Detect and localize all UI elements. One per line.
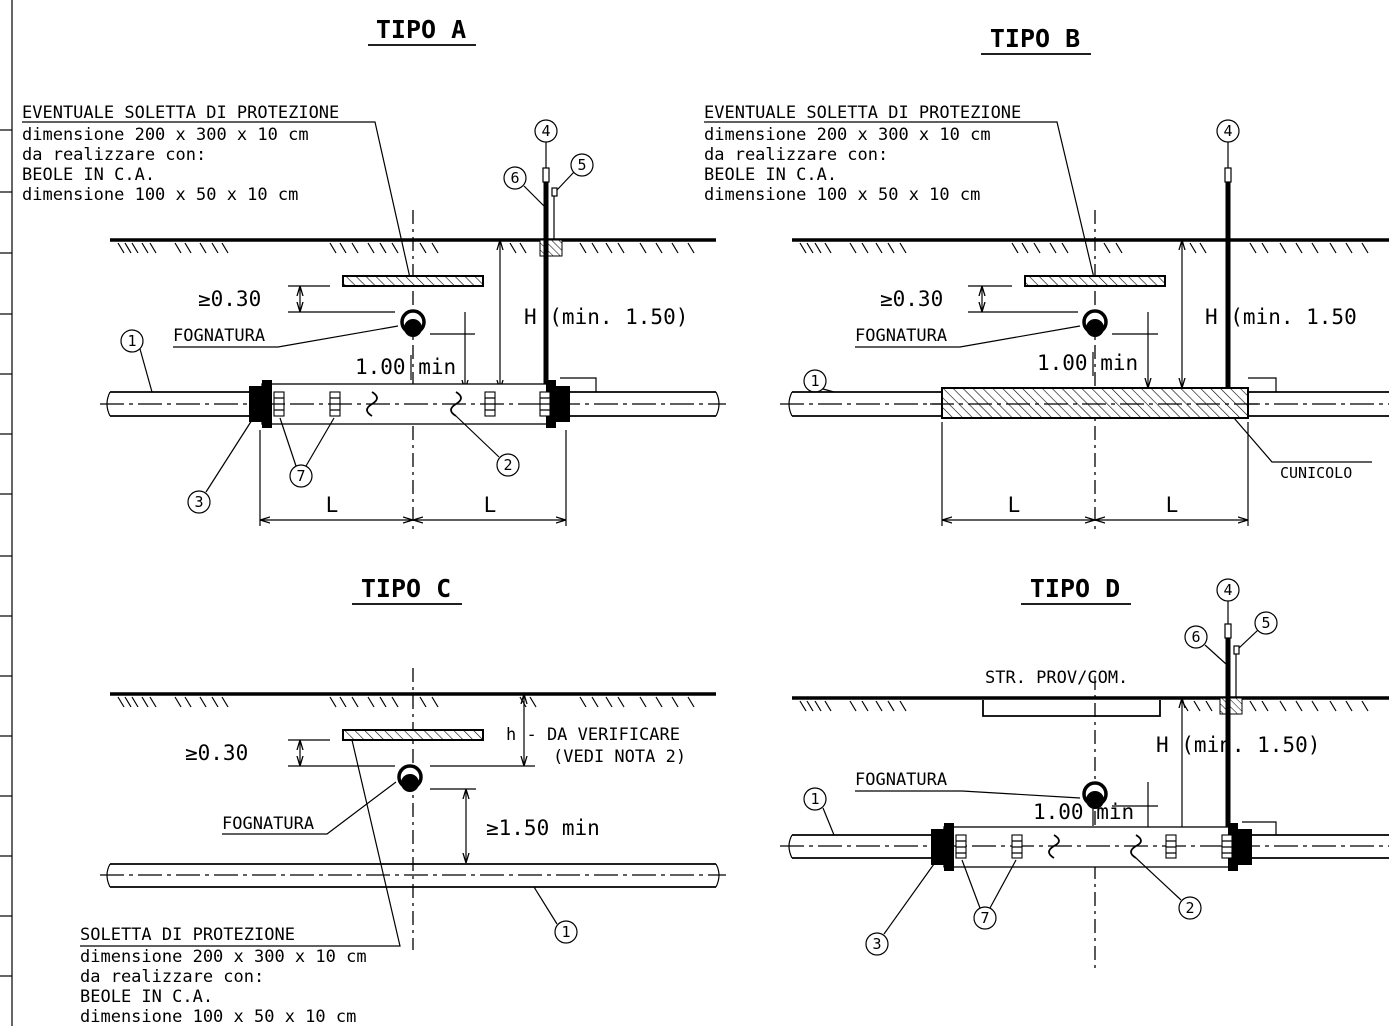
type-c-soletta-note: SOLETTA DI PROTEZIONE dimensione 200 x 3… — [80, 739, 401, 1026]
type-b-markers: 1 4 — [803, 119, 1240, 393]
type-b-note-line-4: BEOLE IN C.A. — [704, 165, 837, 185]
type-a-length-left: L — [326, 493, 339, 517]
type-c-ground — [110, 692, 716, 708]
type-d-clearance-sewer: 1.00 min — [1033, 800, 1134, 824]
type-a-marker-3: 3 — [194, 493, 203, 511]
type-b-section: TIPO B EVENTUALE SOLETTA DI PROTEZIONE d… — [704, 24, 1389, 530]
type-a-marker-1: 1 — [127, 332, 136, 350]
type-b-soletta — [1024, 275, 1166, 287]
type-b-marker-1: 1 — [810, 372, 819, 390]
type-a-marker-7: 7 — [296, 467, 305, 485]
type-c-marker-1: 1 — [561, 923, 570, 941]
type-c-clearance-top: ≥0.30 — [185, 741, 248, 765]
type-d-road — [982, 700, 1161, 717]
type-a-marker-5: 5 — [577, 156, 586, 174]
type-a-clearance-sewer: 1.00 min — [355, 355, 456, 379]
type-d-section: TIPO D STR. PROV/COM. FOGNATURA 1.00 min… — [780, 574, 1389, 972]
type-d-marker-3: 3 — [872, 935, 881, 953]
type-d-marker-5: 5 — [1261, 614, 1270, 632]
type-b-title: TIPO B — [990, 24, 1080, 53]
type-b-note-line-5: dimensione 100 x 50 x 10 cm — [704, 185, 980, 205]
type-b-tunnel-label: CUNICOLO — [1280, 464, 1352, 482]
type-b-ground — [792, 238, 1389, 254]
left-frame — [0, 0, 13, 1026]
type-c-depth-note-2: (VEDI NOTA 2) — [553, 747, 686, 767]
type-c-note-line-2: dimensione 200 x 300 x 10 cm — [80, 947, 367, 967]
type-a-length-right: L — [484, 493, 497, 517]
type-d-marker-1: 1 — [810, 790, 819, 808]
type-d-title: TIPO D — [1030, 574, 1120, 603]
type-a-soletta-note: EVENTUALE SOLETTA DI PROTEZIONE dimensio… — [22, 103, 411, 279]
type-d-marker-4: 4 — [1223, 581, 1232, 599]
type-a-note-line-5: dimensione 100 x 50 x 10 cm — [22, 185, 298, 205]
type-a-section: TIPO A EVENTUALE SOLETTA DI PROTEZIONE d… — [22, 15, 726, 530]
type-a-note-line-3: da realizzare con: — [22, 145, 206, 165]
type-c-sewer-label: FOGNATURA — [222, 814, 314, 834]
type-c-note-line-4: BEOLE IN C.A. — [80, 987, 213, 1007]
type-a-marker-6: 6 — [510, 169, 519, 187]
type-c-depth-note-1: h - DA VERIFICARE — [506, 725, 680, 745]
type-b-note-line-2: dimensione 200 x 300 x 10 cm — [704, 125, 991, 145]
type-d-road-label: STR. PROV/COM. — [985, 668, 1128, 688]
type-c-main-pipe — [100, 863, 726, 888]
type-a-clearance-top: ≥0.30 — [198, 287, 261, 311]
type-c-section: TIPO C ≥0.30 h - DA VERIFICARE (VEDI NOT… — [80, 574, 726, 1026]
type-a-marker-4: 4 — [541, 122, 550, 140]
type-c-note-line-3: da realizzare con: — [80, 967, 264, 987]
type-a-depth: H (min. 1.50) — [524, 305, 688, 329]
type-d-depth: H (min. 1.50) — [1156, 733, 1320, 757]
type-c-soletta — [342, 729, 484, 741]
type-b-length-left: L — [1008, 493, 1021, 517]
type-d-ground — [792, 696, 1389, 717]
type-b-marker-4: 4 — [1223, 122, 1232, 140]
type-d-markers: 1 2 3 4 5 6 7 — [803, 578, 1278, 956]
type-a-title: TIPO A — [376, 15, 466, 44]
type-a-note-line-1: EVENTUALE SOLETTA DI PROTEZIONE — [22, 103, 339, 123]
type-b-sewer-label: FOGNATURA — [855, 326, 947, 346]
type-d-sewer-label: FOGNATURA — [855, 770, 947, 790]
type-a-sewer-label: FOGNATURA — [173, 326, 265, 346]
type-b-tunnel — [941, 387, 1249, 419]
type-b-clearance-sewer: 1.00 min — [1037, 351, 1138, 375]
type-b-note-line-3: da realizzare con: — [704, 145, 888, 165]
type-d-marker-6: 6 — [1191, 628, 1200, 646]
type-c-title: TIPO C — [361, 574, 451, 603]
type-c-note-line-1: SOLETTA DI PROTEZIONE — [80, 925, 295, 945]
type-a-markers: 1 2 3 4 5 6 7 — [120, 119, 594, 514]
type-a-soletta — [342, 275, 484, 287]
type-c-note-line-5: dimensione 100 x 50 x 10 cm — [80, 1007, 356, 1026]
type-c-clearance-sewer: ≥1.50 min — [486, 816, 600, 840]
type-a-marker-2: 2 — [503, 456, 512, 474]
type-a-note-line-4: BEOLE IN C.A. — [22, 165, 155, 185]
type-d-marker-7: 7 — [980, 909, 989, 927]
type-a-note-line-2: dimensione 200 x 300 x 10 cm — [22, 125, 309, 145]
type-d-marker-2: 2 — [1185, 899, 1194, 917]
type-b-soletta-note: EVENTUALE SOLETTA DI PROTEZIONE dimensio… — [704, 103, 1095, 279]
type-b-note-line-1: EVENTUALE SOLETTA DI PROTEZIONE — [704, 103, 1021, 123]
type-c-markers: 1 — [533, 886, 578, 944]
type-b-clearance-top: ≥0.30 — [880, 287, 943, 311]
type-b-length-right: L — [1166, 493, 1179, 517]
